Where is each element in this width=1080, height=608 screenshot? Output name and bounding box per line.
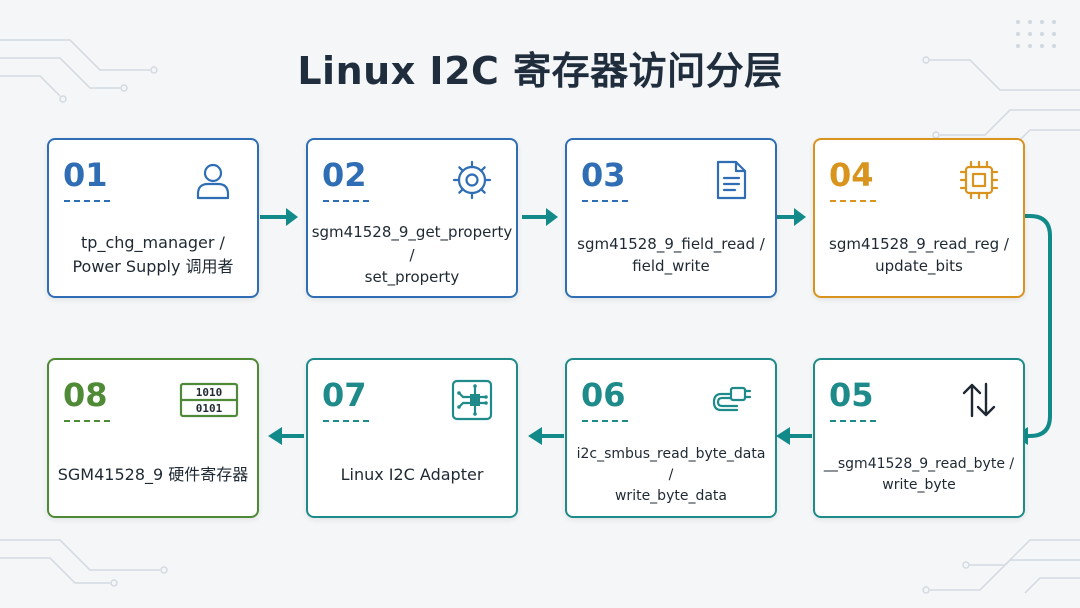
connector-icon xyxy=(709,378,753,422)
step-label: SGM41528_9 硬件寄存器 xyxy=(57,440,249,510)
step-number-underline xyxy=(830,200,876,202)
binary-row-1: 1010 xyxy=(196,386,223,399)
user-icon xyxy=(191,158,235,202)
step-label: sgm41528_9_field_read / field_write xyxy=(575,220,767,290)
step-card-04: 04 sgm41528_9_read_reg / update_bits xyxy=(813,138,1025,298)
document-icon xyxy=(709,158,753,202)
step-label-line: SGM41528_9 硬件寄存器 xyxy=(57,465,249,484)
step-number: 07 xyxy=(322,376,367,414)
up-down-arrows-icon xyxy=(957,378,1001,422)
binary-row-2: 0101 xyxy=(196,402,223,415)
chip-icon xyxy=(957,158,1001,202)
step-label: i2c_smbus_read_byte_data / write_byte_dat… xyxy=(575,440,767,510)
step-label-line: write_byte xyxy=(882,477,956,493)
step-label-line: Power Supply 调用者 xyxy=(72,257,234,276)
step-label-line: tp_chg_manager / xyxy=(81,233,225,252)
step-number: 02 xyxy=(322,156,367,194)
step-number-underline xyxy=(323,200,369,202)
step-label: __sgm41528_9_read_byte / write_byte xyxy=(823,440,1015,510)
step-label-line: Linux I2C Adapter xyxy=(340,465,484,484)
step-number-underline xyxy=(323,420,369,422)
step-label-line: field_write xyxy=(632,257,710,275)
step-label: sgm41528_9_get_property / set_property xyxy=(312,220,513,290)
step-card-03: 03 sgm41528_9_field_read / field_write xyxy=(565,138,777,298)
step-label-line: update_bits xyxy=(875,257,963,275)
page-title: Linux I2C 寄存器访问分层 xyxy=(297,49,783,93)
step-label-line: __sgm41528_9_read_byte / xyxy=(823,456,1015,472)
step-number-underline xyxy=(582,420,628,422)
step-number: 01 xyxy=(63,156,108,194)
step-number-underline xyxy=(64,200,110,202)
step-number: 05 xyxy=(829,376,874,414)
step-card-02: 02 sgm41528_9_get_property / set_property xyxy=(306,138,518,298)
step-label: tp_chg_manager / Power Supply 调用者 xyxy=(57,220,249,290)
step-label: sgm41528_9_read_reg / update_bits xyxy=(823,220,1015,290)
circuit-board-icon xyxy=(450,378,494,422)
step-card-05: 05 __sgm41528_9_read_byte / write_byte xyxy=(813,358,1025,518)
step-number-underline xyxy=(582,200,628,202)
step-number: 08 xyxy=(63,376,108,414)
step-number: 03 xyxy=(581,156,626,194)
step-card-06: 06 i2c_smbus_read_byte_data / write_byte_d… xyxy=(565,358,777,518)
step-label-line: i2c_smbus_read_byte_data / xyxy=(576,445,766,483)
step-number: 04 xyxy=(829,156,874,194)
step-label-line: set_property xyxy=(364,268,460,287)
step-number-underline xyxy=(830,420,876,422)
step-number-underline xyxy=(64,420,110,422)
step-card-01: 01 tp_chg_manager / Power Supply 调用者 xyxy=(47,138,259,298)
gear-icon xyxy=(450,158,494,202)
step-label-line: sgm41528_9_read_reg / xyxy=(829,234,1009,253)
step-label-line: sgm41528_9_field_read / xyxy=(577,234,765,253)
step-label-line: sgm41528_9_get_property / xyxy=(311,223,513,264)
binary-register-icon: 1010 0101 xyxy=(179,382,239,418)
step-label: Linux I2C Adapter xyxy=(316,440,508,510)
step-number: 06 xyxy=(581,376,626,414)
step-label-line: write_byte_data xyxy=(614,487,727,504)
